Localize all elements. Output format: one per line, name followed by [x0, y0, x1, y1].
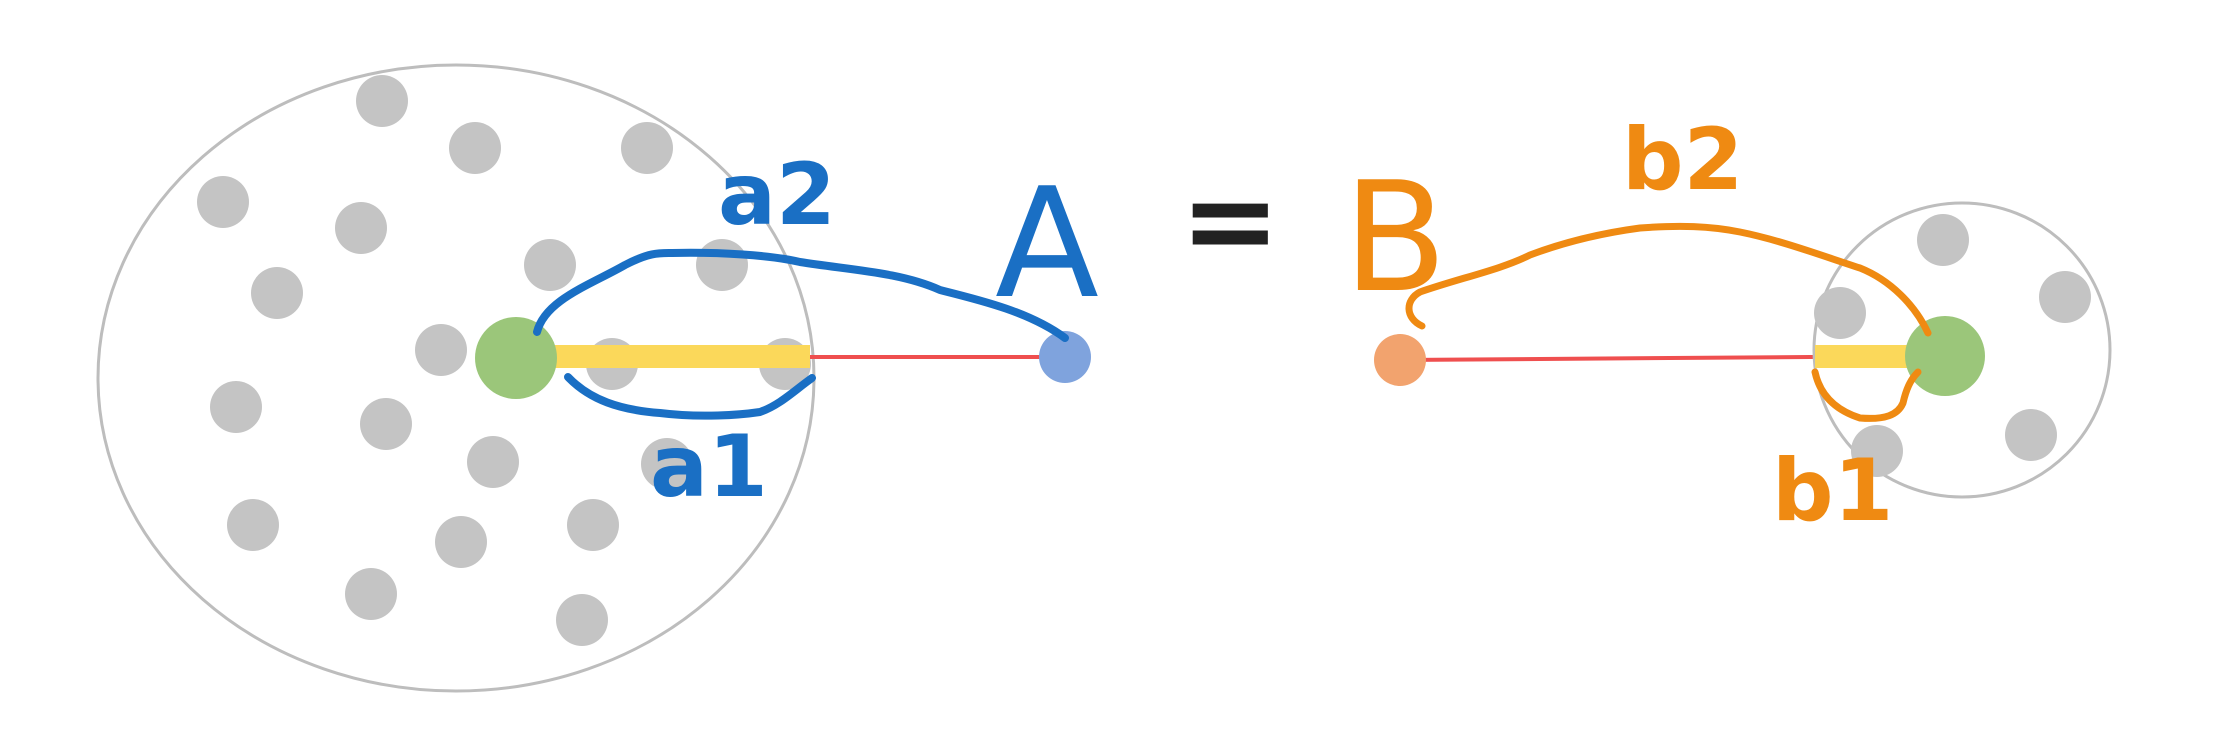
- cluster-point: [556, 594, 608, 646]
- cluster-point: [227, 499, 279, 551]
- cluster-point: [415, 324, 467, 376]
- a1-curve: [564, 373, 816, 420]
- right-cluster: [1812, 201, 2112, 499]
- cluster-point: [449, 122, 501, 174]
- cluster-point: [1917, 214, 1969, 266]
- point-a-label: A: [995, 155, 1099, 332]
- cluster-point: [467, 436, 519, 488]
- radius-bar-a: [555, 345, 810, 368]
- cluster-point: [524, 239, 576, 291]
- cluster-point: [696, 239, 748, 291]
- centroid-b: [1905, 316, 1985, 396]
- cluster-point: [360, 398, 412, 450]
- cluster-point: [621, 122, 673, 174]
- b2-label: b2: [1622, 110, 1743, 210]
- cluster-point: [251, 267, 303, 319]
- cluster-point: [345, 568, 397, 620]
- point-b: [1374, 334, 1426, 386]
- cluster-point: [2005, 409, 2057, 461]
- cluster-point: [210, 381, 262, 433]
- cluster-point: [435, 516, 487, 568]
- cluster-point: [335, 202, 387, 254]
- right-cluster-points: [1814, 214, 2091, 477]
- cluster-point: [1851, 425, 1903, 477]
- cluster-point: [356, 75, 408, 127]
- cluster-point: [567, 499, 619, 551]
- b2-curve: [1405, 222, 1932, 337]
- cluster-point: [1814, 287, 1866, 339]
- a2-curve: [533, 248, 1069, 342]
- cluster-point: [641, 438, 693, 490]
- centroid-a: [475, 317, 557, 399]
- b1-curve: [1811, 368, 1922, 422]
- a1-label: a1: [650, 417, 768, 517]
- left-cluster: [96, 63, 816, 693]
- point-b-label: B: [1343, 149, 1447, 326]
- b1-label: b1: [1772, 441, 1893, 541]
- equals-sign: =: [1180, 152, 1281, 291]
- a2-label: a2: [718, 145, 836, 245]
- point-a: [1039, 331, 1091, 383]
- cluster-point: [197, 176, 249, 228]
- cluster-point: [2039, 271, 2091, 323]
- right-cluster-boundary: [1812, 201, 2112, 499]
